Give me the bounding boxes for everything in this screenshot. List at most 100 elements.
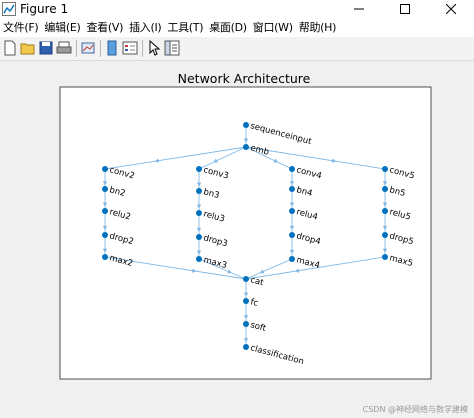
menu-tools[interactable]: 工具(T) xyxy=(167,21,204,34)
menu-view[interactable]: 查看(V) xyxy=(86,21,124,34)
node-classification[interactable] xyxy=(243,344,249,350)
edge-arrow-conv3-bn3 xyxy=(196,182,202,187)
node-emb[interactable] xyxy=(243,144,249,150)
menu-bar: 文件(F) 编辑(E) 查看(V) 插入(I) 工具(T) 桌面(D) 窗口(W… xyxy=(0,18,474,37)
node-conv5[interactable] xyxy=(382,166,388,172)
edge-arrow-conv2-bn2 xyxy=(102,181,108,186)
edge-arrow-max5-cat xyxy=(294,268,300,273)
node-conv3[interactable] xyxy=(196,166,202,172)
edge-arrow-bn5-relu5 xyxy=(382,202,388,207)
node-sequenceinput[interactable] xyxy=(243,122,249,128)
property-inspector-icon[interactable] xyxy=(164,40,180,56)
edge-arrow-max3-cat xyxy=(227,269,232,274)
window-title: Figure 1 xyxy=(20,2,69,16)
insert-colorbar-icon[interactable] xyxy=(104,40,120,56)
edge-max2-cat xyxy=(104,256,247,280)
minimize-icon xyxy=(354,8,364,10)
toolbar xyxy=(0,37,474,61)
matlab-figure-icon xyxy=(2,2,16,16)
node-max3[interactable] xyxy=(196,256,202,262)
menu-insert[interactable]: 插入(I) xyxy=(129,21,162,34)
menu-desktop[interactable]: 桌面(D) xyxy=(209,21,247,34)
close-icon xyxy=(446,4,456,14)
node-label-bn3: bn3 xyxy=(202,187,220,201)
network-graph-plot[interactable]: Network Architecture sequenceinputembcon… xyxy=(0,61,474,418)
node-soft[interactable] xyxy=(243,321,249,327)
node-relu3[interactable] xyxy=(196,210,202,216)
edge-arrow-relu3-drop3 xyxy=(196,227,202,232)
menu-window[interactable]: 窗口(W) xyxy=(252,21,293,34)
node-max5[interactable] xyxy=(382,254,388,260)
node-relu5[interactable] xyxy=(382,208,388,214)
edge-arrow-relu4-drop4 xyxy=(289,225,295,230)
toolbar-separator xyxy=(100,40,101,57)
plot-title: Network Architecture xyxy=(178,71,311,86)
edge-arrow-emb-conv3 xyxy=(213,158,218,163)
title-bar: Figure 1 xyxy=(0,0,474,18)
save-icon[interactable] xyxy=(38,40,54,56)
edge-arrow-soft-classification xyxy=(243,338,249,343)
node-conv4[interactable] xyxy=(289,166,295,172)
new-figure-icon[interactable] xyxy=(2,40,18,56)
watermark: CSDN @神经网络与数学建模 xyxy=(362,405,468,414)
node-relu2[interactable] xyxy=(102,208,108,214)
node-max2[interactable] xyxy=(102,254,108,260)
edge-max5-cat xyxy=(245,256,386,280)
edge-arrow-emb-conv5 xyxy=(331,158,337,163)
select-pointer-icon[interactable] xyxy=(146,40,162,56)
open-file-icon[interactable] xyxy=(20,40,36,56)
edge-arrow-cat-fc xyxy=(243,292,249,297)
link-plot-icon[interactable] xyxy=(80,40,96,56)
node-conv2[interactable] xyxy=(102,166,108,172)
edge-arrow-drop3-max3 xyxy=(196,250,202,255)
edge-emb-conv5 xyxy=(245,146,386,170)
axes-box[interactable] xyxy=(59,86,432,380)
node-drop2[interactable] xyxy=(102,232,108,238)
edge-arrow-fc-soft xyxy=(243,315,249,320)
menu-file[interactable]: 文件(F) xyxy=(3,21,39,34)
edge-emb-conv4 xyxy=(245,146,293,170)
edge-arrow-bn2-relu2 xyxy=(102,202,108,207)
node-drop5[interactable] xyxy=(382,232,388,238)
edge-arrow-emb-conv2 xyxy=(154,158,159,163)
node-drop3[interactable] xyxy=(196,234,202,240)
toolbar-separator xyxy=(142,40,143,57)
edge-arrow-bn4-relu4 xyxy=(289,202,295,207)
edge-arrow-relu5-drop5 xyxy=(382,225,388,230)
edge-arrow-drop2-max2 xyxy=(102,248,108,253)
edge-arrow-conv4-bn4 xyxy=(289,181,295,186)
insert-legend-icon[interactable] xyxy=(122,40,138,56)
edge-emb-conv3 xyxy=(198,146,247,170)
node-label-emb: emb xyxy=(249,143,270,158)
edge-emb-conv2 xyxy=(104,146,247,170)
menu-help[interactable]: 帮助(H) xyxy=(298,21,337,34)
maximize-button[interactable] xyxy=(382,0,428,18)
minimize-button[interactable] xyxy=(336,0,382,18)
edge-max3-cat xyxy=(198,258,247,280)
menu-edit[interactable]: 编辑(E) xyxy=(44,21,81,34)
edge-arrow-sequenceinput-emb xyxy=(243,138,249,143)
edge-arrow-conv5-bn5 xyxy=(382,181,388,186)
edge-arrow-max4-cat xyxy=(259,269,265,274)
node-fc[interactable] xyxy=(243,298,249,304)
edge-arrow-emb-conv4 xyxy=(273,158,279,163)
node-bn5[interactable] xyxy=(382,186,388,192)
node-bn3[interactable] xyxy=(196,188,202,194)
edge-arrow-max2-cat xyxy=(192,268,197,273)
node-cat[interactable] xyxy=(243,276,249,282)
node-bn2[interactable] xyxy=(102,186,108,192)
edge-arrow-drop5-max5 xyxy=(382,248,388,253)
close-button[interactable] xyxy=(428,0,474,18)
node-label-bn5: bn5 xyxy=(388,185,406,199)
edge-max4-cat xyxy=(245,258,293,280)
node-drop4[interactable] xyxy=(289,232,295,238)
node-bn4[interactable] xyxy=(289,186,295,192)
maximize-icon xyxy=(400,4,410,14)
node-relu4[interactable] xyxy=(289,208,295,214)
node-label-fc: fc xyxy=(249,297,259,309)
print-icon[interactable] xyxy=(56,40,72,56)
node-label-cat: cat xyxy=(249,275,265,288)
edge-arrow-relu2-drop2 xyxy=(102,225,108,230)
node-max4[interactable] xyxy=(289,256,295,262)
